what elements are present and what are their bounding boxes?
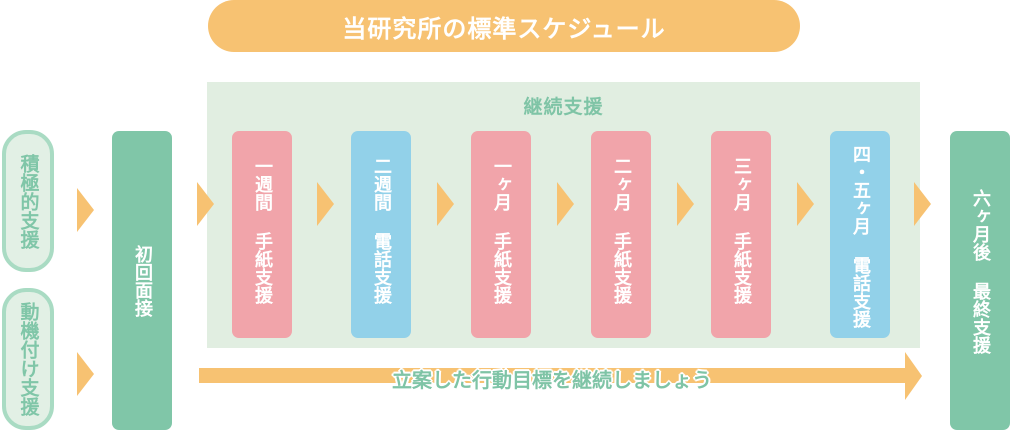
schedule-title: 当研究所の標準スケジュール — [208, 0, 800, 52]
arrow-icon — [317, 182, 334, 226]
pill-label: 動機付け支援 — [17, 302, 40, 416]
step-box: 一ヶ月 手紙支援 — [471, 131, 531, 338]
panel-heading: 継続支援 — [523, 96, 604, 118]
step-box: 二週間 電話支援 — [351, 131, 411, 338]
box-label: 二ヶ月 手紙支援 — [611, 157, 632, 304]
arrow-icon — [677, 182, 694, 226]
step-box: 二ヶ月 手紙支援 — [591, 131, 651, 338]
step-box: 三ヶ月 手紙支援 — [711, 131, 771, 338]
box-label: 初回面接 — [132, 244, 153, 317]
pill-label: 積極的支援 — [17, 153, 40, 249]
box-label: 一ヶ月 手紙支援 — [491, 157, 512, 304]
arrow-icon — [797, 182, 814, 226]
arrow-icon — [557, 182, 574, 226]
long-arrow-shaft — [199, 368, 905, 383]
long-arrow-head-icon — [905, 352, 922, 400]
arrow-icon — [77, 352, 94, 396]
box-label: 三ヶ月 手紙支援 — [731, 157, 752, 304]
arrow-icon — [914, 182, 931, 226]
arrow-icon — [197, 182, 214, 226]
box-label: 二週間 電話支援 — [371, 157, 392, 304]
box-label: 四・五ヶ月 電話支援 — [850, 145, 871, 328]
final-support-box: 六ヶ月後 最終支援 — [950, 131, 1010, 430]
initial-interview-box: 初回面接 — [112, 131, 172, 430]
continuation-message: 立案した行動目標を継続しましょう — [392, 368, 712, 392]
step-box: 一週間 手紙支援 — [232, 131, 292, 338]
box-label: 一週間 手紙支援 — [252, 157, 273, 304]
step-box: 四・五ヶ月 電話支援 — [830, 131, 890, 338]
box-label: 六ヶ月後 最終支援 — [970, 189, 991, 354]
pill-active-support: 積極的支援 — [2, 130, 54, 272]
arrow-icon — [77, 188, 94, 232]
pill-motivational-support: 動機付け支援 — [2, 288, 54, 430]
arrow-icon — [437, 182, 454, 226]
